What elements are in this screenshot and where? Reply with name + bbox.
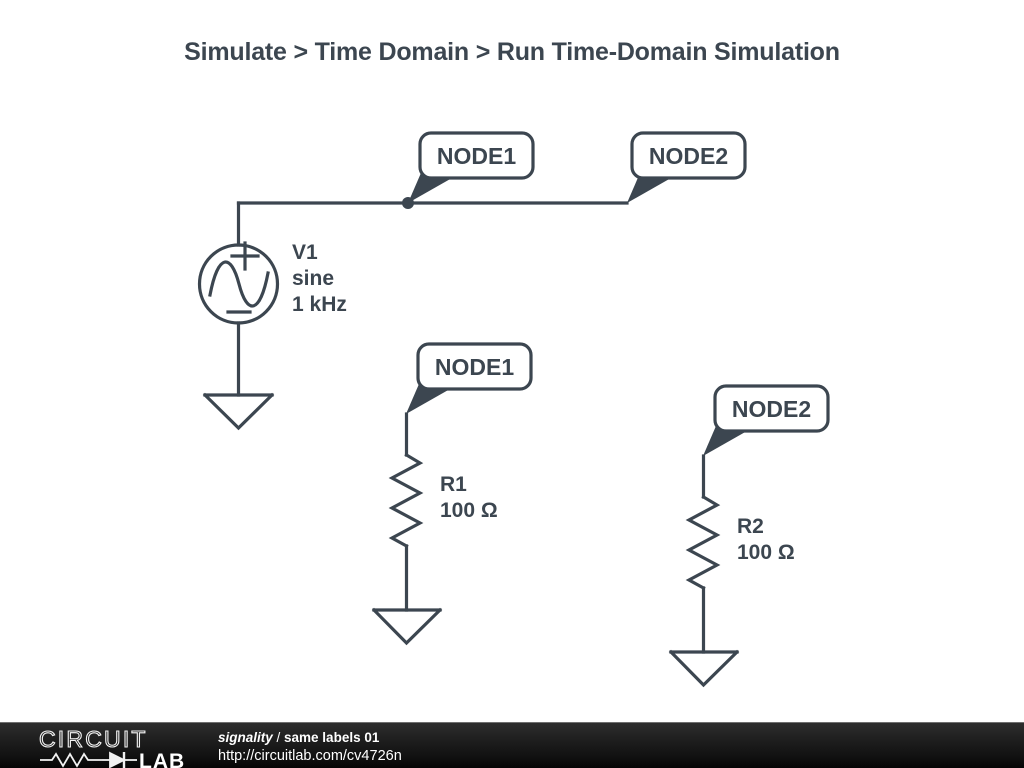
- component-label-v1: V1 sine 1 kHz: [292, 240, 347, 318]
- node-label-node1-r1[interactable]: NODE1: [406, 342, 533, 414]
- resistor-r2-symbol: [685, 494, 721, 591]
- r2-value: 100 Ω: [737, 541, 795, 564]
- node-label-text: NODE2: [732, 396, 811, 422]
- footer-url[interactable]: http://circuitlab.com/cv4726n: [218, 748, 402, 764]
- component-label-r1: R1 100 Ω: [440, 472, 498, 524]
- node-label-node2-r2[interactable]: NODE2: [703, 384, 830, 456]
- ground-v1: [202, 392, 275, 431]
- node-label-node1-wire[interactable]: NODE1: [408, 131, 535, 203]
- v1-waveform: sine: [292, 267, 335, 290]
- node-label-node2-wire[interactable]: NODE2: [627, 131, 747, 203]
- r1-name: R1: [440, 473, 467, 496]
- footer-bar: CIRCUIT LAB signality / same labels 01 h…: [0, 722, 1024, 768]
- sine-wave-icon: [208, 260, 270, 308]
- r2-name: R2: [737, 515, 764, 538]
- plus-icon: [230, 241, 260, 271]
- r1-value: 100 Ω: [440, 499, 498, 522]
- v1-frequency: 1 kHz: [292, 293, 347, 316]
- footer-separator: /: [272, 730, 285, 745]
- logo-word-circuit: CIRCUIT: [39, 726, 148, 752]
- logo-word-lab: LAB: [139, 750, 185, 768]
- node-label-text: NODE2: [649, 143, 728, 169]
- ground-r2: [668, 649, 740, 688]
- node-label-text: NODE1: [435, 354, 514, 380]
- footer-credits: signality / same labels 01 http://circui…: [218, 728, 402, 766]
- footer-project-line: signality / same labels 01: [218, 728, 402, 747]
- component-label-r2: R2 100 Ω: [737, 514, 795, 566]
- circuitlab-logo[interactable]: CIRCUIT LAB: [38, 726, 198, 768]
- v1-name: V1: [292, 241, 318, 264]
- ground-r1: [371, 607, 443, 646]
- footer-project-name: same labels 01: [284, 730, 380, 745]
- logo-resistor-icon: [40, 752, 102, 768]
- page-title: Simulate > Time Domain > Run Time-Domain…: [184, 38, 840, 66]
- logo-diode-icon: [109, 751, 127, 768]
- schematic-canvas: Simulate > Time Domain > Run Time-Domain…: [184, 38, 841, 688]
- footer-author: signality: [218, 730, 273, 745]
- resistor-r1-symbol: [388, 452, 424, 549]
- node-label-text: NODE1: [437, 143, 516, 169]
- circuit-schematic: NODE1 NODE2 NODE1 NODE2: [197, 131, 830, 688]
